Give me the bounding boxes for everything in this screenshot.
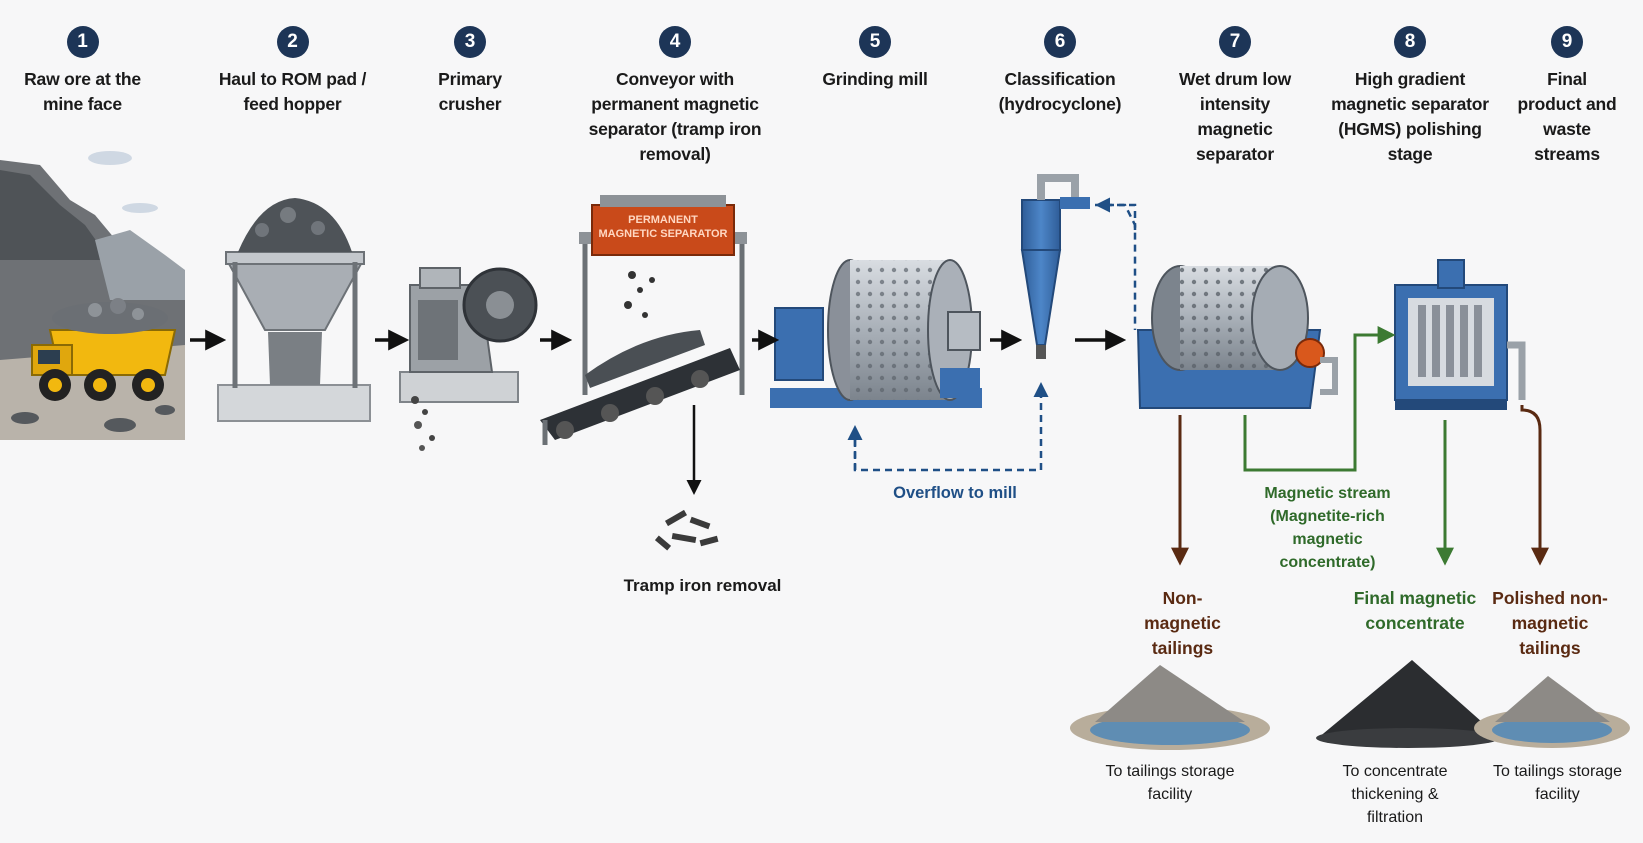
destination-tailings-1: To tailings storage facility: [1105, 763, 1235, 803]
concentrate-pile: [1316, 660, 1500, 748]
step-3: 3 Primary crusher: [415, 26, 525, 117]
final-conc-label: Final magnetic concentrate: [1353, 588, 1477, 633]
step-number-badge: 7: [1219, 26, 1251, 58]
tailings-pile-2: [1474, 676, 1630, 748]
feed-hopper: [217, 198, 371, 422]
step-number-badge: 6: [1044, 26, 1076, 58]
step-number-badge: 5: [859, 26, 891, 58]
grinding-mill: [770, 259, 982, 408]
step-label: Conveyor with permanent magnetic separat…: [588, 69, 762, 164]
polished-tailings-label: Polished non-magnetic tailings: [1492, 588, 1608, 658]
step-7: 7 Wet drum low intensity magnetic separa…: [1160, 26, 1310, 167]
step-2: 2 Haul to ROM pad / feed hopper: [205, 26, 380, 117]
hydrocyclone: [1020, 174, 1090, 359]
step-number-badge: 3: [454, 26, 486, 58]
step-5: 5 Grinding mill: [820, 26, 930, 92]
step-label: Grinding mill: [822, 69, 928, 89]
step-label: Haul to ROM pad / feed hopper: [218, 69, 367, 114]
magnetic-stream-line: [1243, 326, 1396, 472]
step-6: 6 Classification (hydrocyclone): [985, 26, 1135, 117]
step-number-badge: 4: [659, 26, 691, 58]
step-number-badge: 9: [1551, 26, 1583, 58]
jaw-crusher: [399, 267, 538, 451]
polished-tailings-line: [1520, 405, 1549, 566]
destination-concentrate: To concentrate thickening & filtration: [1342, 763, 1448, 826]
overflow-recycle-loop: [847, 197, 1137, 472]
step-label: Classification (hydrocyclone): [998, 69, 1122, 114]
nonmag-tailings-label: Non-magnetic tailings: [1144, 588, 1221, 658]
hgms-unit: [1394, 259, 1526, 410]
step-number-badge: 8: [1394, 26, 1426, 58]
step-1: 1 Raw ore at the mine face: [15, 26, 150, 117]
tramp-iron-label: Tramp iron removal: [623, 576, 782, 595]
step-number-badge: 2: [276, 26, 309, 58]
wet-drum-separator: [1136, 265, 1338, 409]
tailings-pile-1: [1070, 665, 1270, 750]
step-label: High gradient magnetic separator (HGMS) …: [1331, 69, 1489, 164]
magnetic-separator-box: [591, 204, 735, 256]
step-9: 9 Final product and waste streams: [1513, 26, 1621, 167]
step-4: 4 Conveyor with permanent magnetic separ…: [580, 26, 770, 167]
magnetic-stream-label: Magnetic stream (Magnetite-rich magnetic…: [1264, 485, 1391, 571]
step-label: Raw ore at the mine face: [24, 69, 141, 114]
step-number-badge: 1: [66, 26, 99, 58]
step-label: Primary crusher: [438, 69, 502, 114]
overflow-label: Overflow to mill: [893, 484, 1017, 502]
step-8: 8 High gradient magnetic separator (HGMS…: [1325, 26, 1495, 167]
tramp-iron-pieces: [654, 509, 719, 551]
step-label: Final product and waste streams: [1517, 69, 1617, 164]
haul-truck: [31, 298, 177, 401]
step-label: Wet drum low intensity magnetic separato…: [1179, 69, 1291, 164]
destination-tailings-2: To tailings storage facility: [1493, 763, 1622, 803]
